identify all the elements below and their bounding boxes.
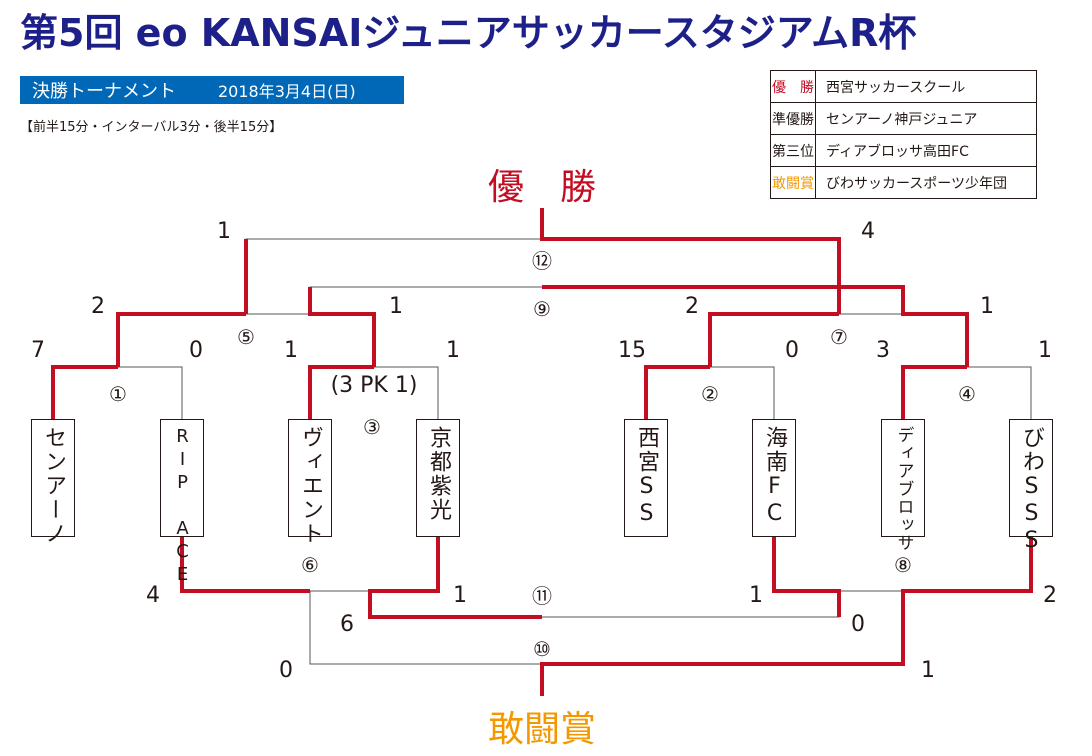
- team-name: RIP ACE: [172, 426, 193, 587]
- score-label: 4: [146, 583, 160, 608]
- score-label: 0: [279, 658, 293, 683]
- match-number: ③: [363, 415, 381, 439]
- score-label: 1: [217, 219, 231, 244]
- subtitle-label: 決勝トーナメント: [32, 81, 176, 102]
- score-label: 7: [31, 338, 45, 363]
- match-number: ⑪: [532, 584, 552, 608]
- bracket-line: [309, 591, 904, 665]
- match-number: ⑥: [301, 553, 319, 577]
- team-name: ディアブロッサ: [893, 426, 914, 552]
- winner-path: [901, 365, 967, 419]
- match-number: ⑦: [830, 325, 848, 349]
- team-name: センアーノ: [41, 426, 66, 546]
- winner-path: [542, 285, 969, 367]
- result-team: ディアブロッサ高田FC: [815, 134, 1037, 167]
- match-number: ⑤: [237, 325, 255, 349]
- match-number: ⑧: [894, 553, 912, 577]
- winner-path: [116, 312, 246, 367]
- winner-path: [308, 365, 374, 419]
- team-box: びわSSS: [1009, 419, 1053, 555]
- team-name: ヴィエント: [298, 426, 323, 546]
- winner-lines: [51, 208, 1033, 696]
- page-title: 第5回 eo KANSAIジュニアサッカースタジアムR杯: [20, 11, 917, 55]
- winner-path: [308, 287, 376, 367]
- match-number: ④: [958, 382, 976, 406]
- winner-path: [644, 365, 710, 419]
- team-box: 西宮SS: [624, 419, 668, 537]
- winner-path: [51, 365, 118, 419]
- team-box: 京都紫光: [416, 419, 460, 537]
- team-box: ディアブロッサ: [881, 419, 925, 552]
- score-label: 0: [189, 338, 203, 363]
- match-number: ⑫: [532, 249, 552, 273]
- team-name: 海南FC: [762, 426, 787, 528]
- result-team: センアーノ神戸ジュニア: [815, 102, 1037, 135]
- winner-path: [540, 537, 1033, 696]
- score-label: (3 PK 1): [331, 373, 418, 398]
- score-label: 1: [389, 294, 403, 319]
- winner-path: [180, 537, 310, 593]
- score-label: 1: [1038, 338, 1052, 363]
- results-table: 優 勝 西宮サッカースクール 準優勝 センアーノ神戸ジュニア 第三位 ディアブロ…: [770, 70, 1037, 199]
- team-name: 京都紫光: [426, 426, 451, 522]
- score-label: 6: [340, 612, 354, 637]
- result-row: 第三位 ディアブロッサ高田FC: [770, 134, 1037, 167]
- team-box: ヴィエント: [288, 419, 332, 546]
- result-team: びわサッカースポーツ少年団: [815, 166, 1037, 199]
- result-team: 西宮サッカースクール: [815, 70, 1037, 103]
- subtitle-band: 決勝トーナメント 2018年3月4日(日): [20, 76, 404, 104]
- result-row: 優 勝 西宮サッカースクール: [770, 70, 1037, 103]
- score-label: 1: [284, 338, 298, 363]
- result-rank-third: 第三位: [770, 134, 816, 167]
- champion-label: 優 勝: [487, 167, 597, 208]
- score-label: 15: [618, 338, 646, 363]
- score-labels: 7 0 1 1 (3 PK 1) 15 0 3 1 2 1 2 1 1 4 4 …: [31, 219, 1057, 683]
- team-box: センアーノ: [31, 419, 75, 546]
- result-rank-champion: 優 勝: [770, 70, 816, 103]
- team-name: 西宮SS: [634, 426, 659, 528]
- score-label: 1: [980, 294, 994, 319]
- match-number: ⑩: [533, 637, 551, 661]
- score-label: 1: [749, 583, 763, 608]
- score-label: 3: [876, 338, 890, 363]
- fighting-spirit-label: 敢闘賞: [487, 709, 597, 750]
- score-label: 2: [1043, 583, 1057, 608]
- match-number-labels: ① ② ③ ④ ⑤ ⑥ ⑦ ⑧ ⑨ ⑩ ⑪ ⑫: [109, 249, 976, 661]
- score-label: 2: [685, 294, 699, 319]
- subtitle-date: 2018年3月4日(日): [218, 82, 356, 101]
- match-rules: 【前半15分・インターバル3分・後半15分】: [20, 120, 283, 135]
- result-rank-runnerup: 準優勝: [770, 102, 816, 135]
- winner-path: [708, 312, 839, 367]
- score-label: 4: [861, 219, 875, 244]
- match-number: ⑨: [533, 297, 551, 321]
- team-box: 海南FC: [752, 419, 796, 537]
- score-label: 1: [921, 658, 935, 683]
- score-label: 0: [785, 338, 799, 363]
- bracket-line: [369, 591, 840, 618]
- score-label: 1: [453, 583, 467, 608]
- winner-path: [540, 208, 841, 314]
- score-label: 1: [446, 338, 460, 363]
- match-number: ②: [701, 382, 719, 406]
- winner-path: [368, 537, 542, 619]
- score-label: 0: [851, 612, 865, 637]
- match-number: ①: [109, 382, 127, 406]
- score-label: 2: [91, 294, 105, 319]
- team-box: RIP ACE: [160, 419, 204, 587]
- winner-path: [772, 537, 841, 617]
- result-row: 敢闘賞 びわサッカースポーツ少年団: [770, 166, 1037, 199]
- team-name: びわSSS: [1019, 426, 1044, 555]
- result-row: 準優勝 センアーノ神戸ジュニア: [770, 102, 1037, 135]
